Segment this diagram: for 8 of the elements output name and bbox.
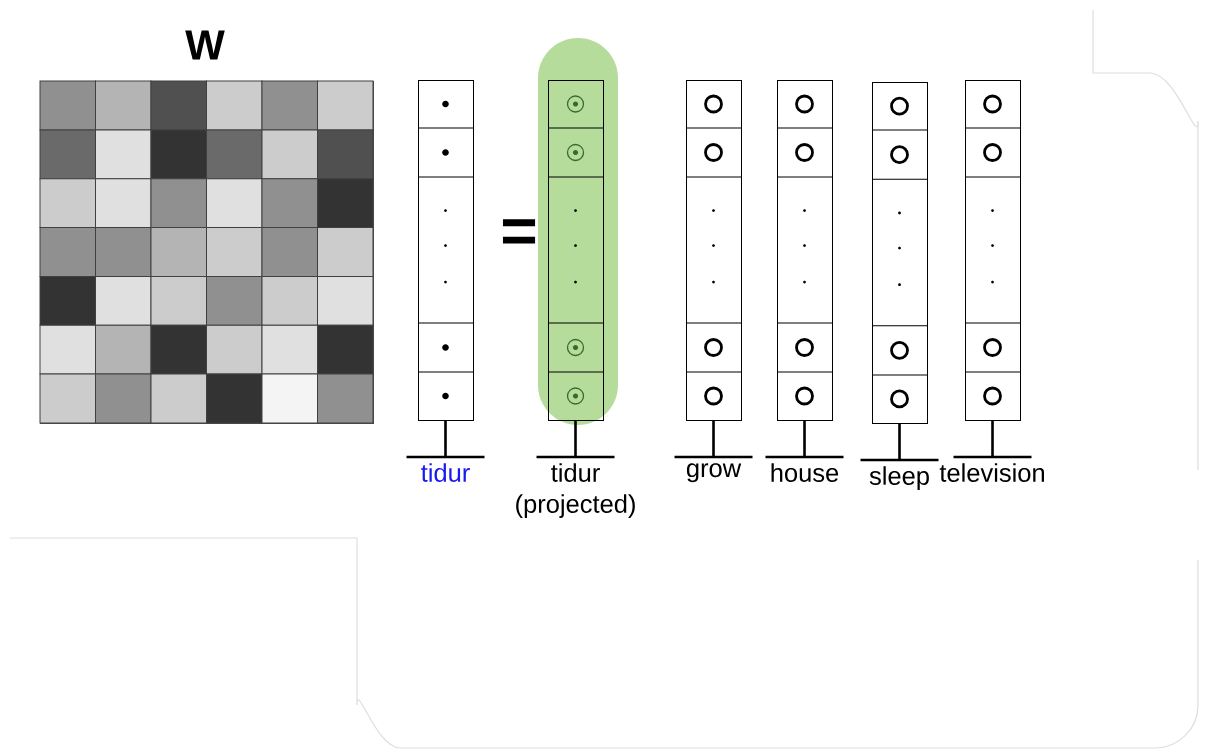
equals-sign: = <box>502 219 536 244</box>
word-label: house <box>771 463 839 482</box>
word-label: television <box>939 463 1044 482</box>
word-label: sleep <box>869 466 929 490</box>
word-label: tidur (projected) <box>516 463 635 518</box>
word-label: tidur <box>421 463 470 482</box>
word-label: grow <box>686 463 742 483</box>
matrix-title: W <box>185 30 225 60</box>
